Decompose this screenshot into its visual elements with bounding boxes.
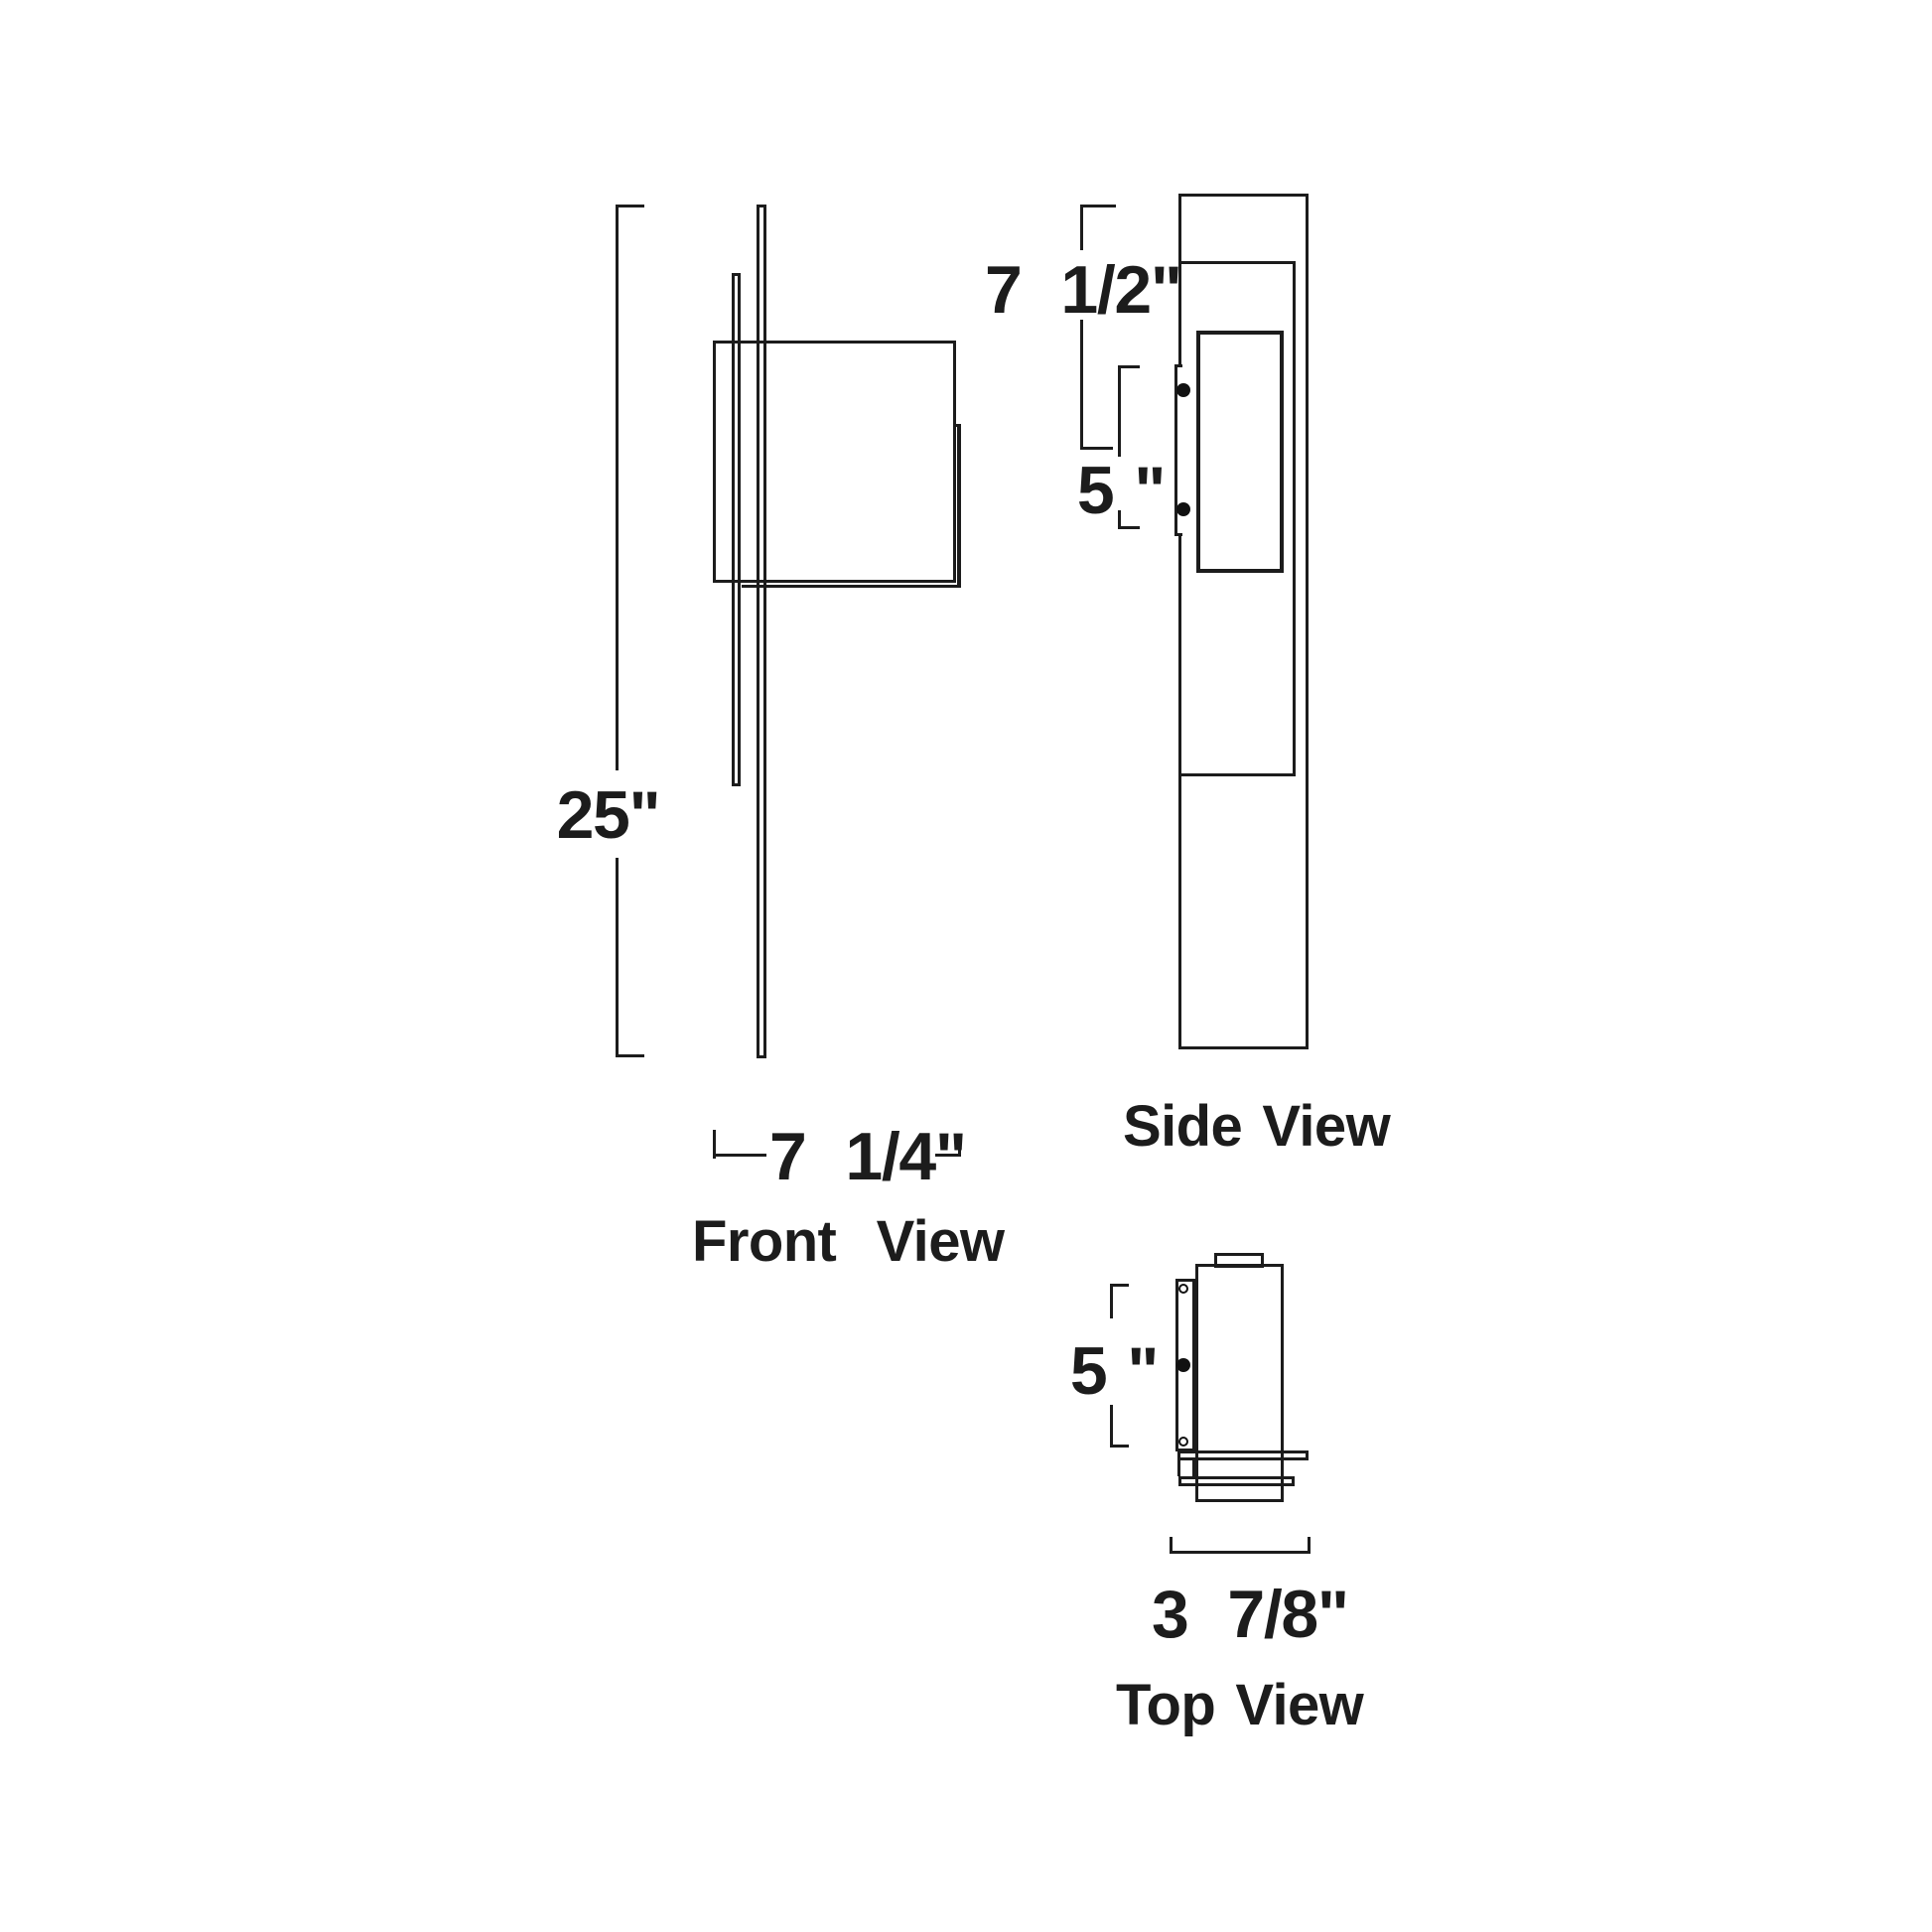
side-backplate-dim-bottom-tick	[1080, 447, 1113, 450]
side-mount-dim-bottom-tick	[1118, 526, 1140, 529]
front-height-dim-bottom-tick	[616, 1054, 644, 1057]
front-height-dim-line-lower	[616, 858, 619, 1057]
front-height-dim-text: 25"	[556, 777, 661, 853]
front-shade2-right-edge	[957, 424, 961, 588]
front-width-dim-left-line	[713, 1154, 766, 1157]
top-screw-hole-top	[1178, 1284, 1188, 1294]
top-mount-dim-line-lower	[1110, 1405, 1113, 1448]
top-mount-dim-bottom-tick	[1110, 1445, 1129, 1448]
front-width-dim-left-tick	[713, 1130, 716, 1159]
top-mount-dim-top-tick	[1110, 1284, 1129, 1287]
front-shade-box	[713, 341, 956, 583]
side-mount-dim-text: 5 "	[1076, 453, 1167, 528]
top-cross-bar-1	[1177, 1450, 1309, 1460]
side-screw-dot-bottom	[1176, 502, 1190, 516]
top-connector-right	[1192, 1460, 1195, 1476]
front-width-dim-text: 7 1/4"	[769, 1119, 967, 1194]
front-width-dim-right-tick	[958, 1138, 961, 1157]
top-mount-dim-text: 5 "	[1069, 1333, 1160, 1409]
top-screw-dot-middle	[1176, 1358, 1190, 1372]
front-narrow-bar	[732, 273, 741, 786]
side-mount-dim-line-upper	[1118, 365, 1121, 457]
side-view-label: Side View	[1123, 1094, 1391, 1159]
side-backplate-dim-line-upper	[1080, 205, 1083, 250]
top-cross-bar-2	[1178, 1476, 1295, 1486]
front-height-dim-top-tick	[616, 205, 644, 207]
side-backplate-dim-text: 7 1/2"	[985, 252, 1182, 328]
front-vertical-blade	[757, 205, 766, 1058]
side-mount-plate-edge	[1174, 364, 1182, 536]
top-screw-hole-bottom	[1178, 1437, 1188, 1447]
top-connector-left	[1177, 1460, 1180, 1476]
side-backplate-dim-top-tick	[1080, 205, 1116, 207]
top-view-label: Top View	[1116, 1673, 1364, 1737]
front-height-dim-line-upper	[616, 205, 619, 770]
top-mount-dim-line-upper	[1110, 1284, 1113, 1318]
top-body	[1195, 1264, 1284, 1502]
top-depth-dim-left-tick	[1170, 1537, 1173, 1554]
top-depth-dim-line	[1170, 1551, 1311, 1554]
front-shade2-bottom-edge	[742, 585, 961, 588]
front-width-dim-right-line	[935, 1154, 961, 1157]
side-mount-dim-top-tick	[1118, 365, 1140, 368]
top-depth-dim-text: 3 7/8"	[1152, 1577, 1349, 1652]
front-view-label: Front View	[692, 1209, 1005, 1274]
side-mount-dim-line-lower	[1118, 510, 1121, 529]
top-depth-dim-right-tick	[1308, 1537, 1311, 1554]
side-backplate-dim-line-lower	[1080, 320, 1083, 450]
side-shade-box	[1196, 331, 1284, 573]
side-screw-dot-top	[1176, 383, 1190, 397]
